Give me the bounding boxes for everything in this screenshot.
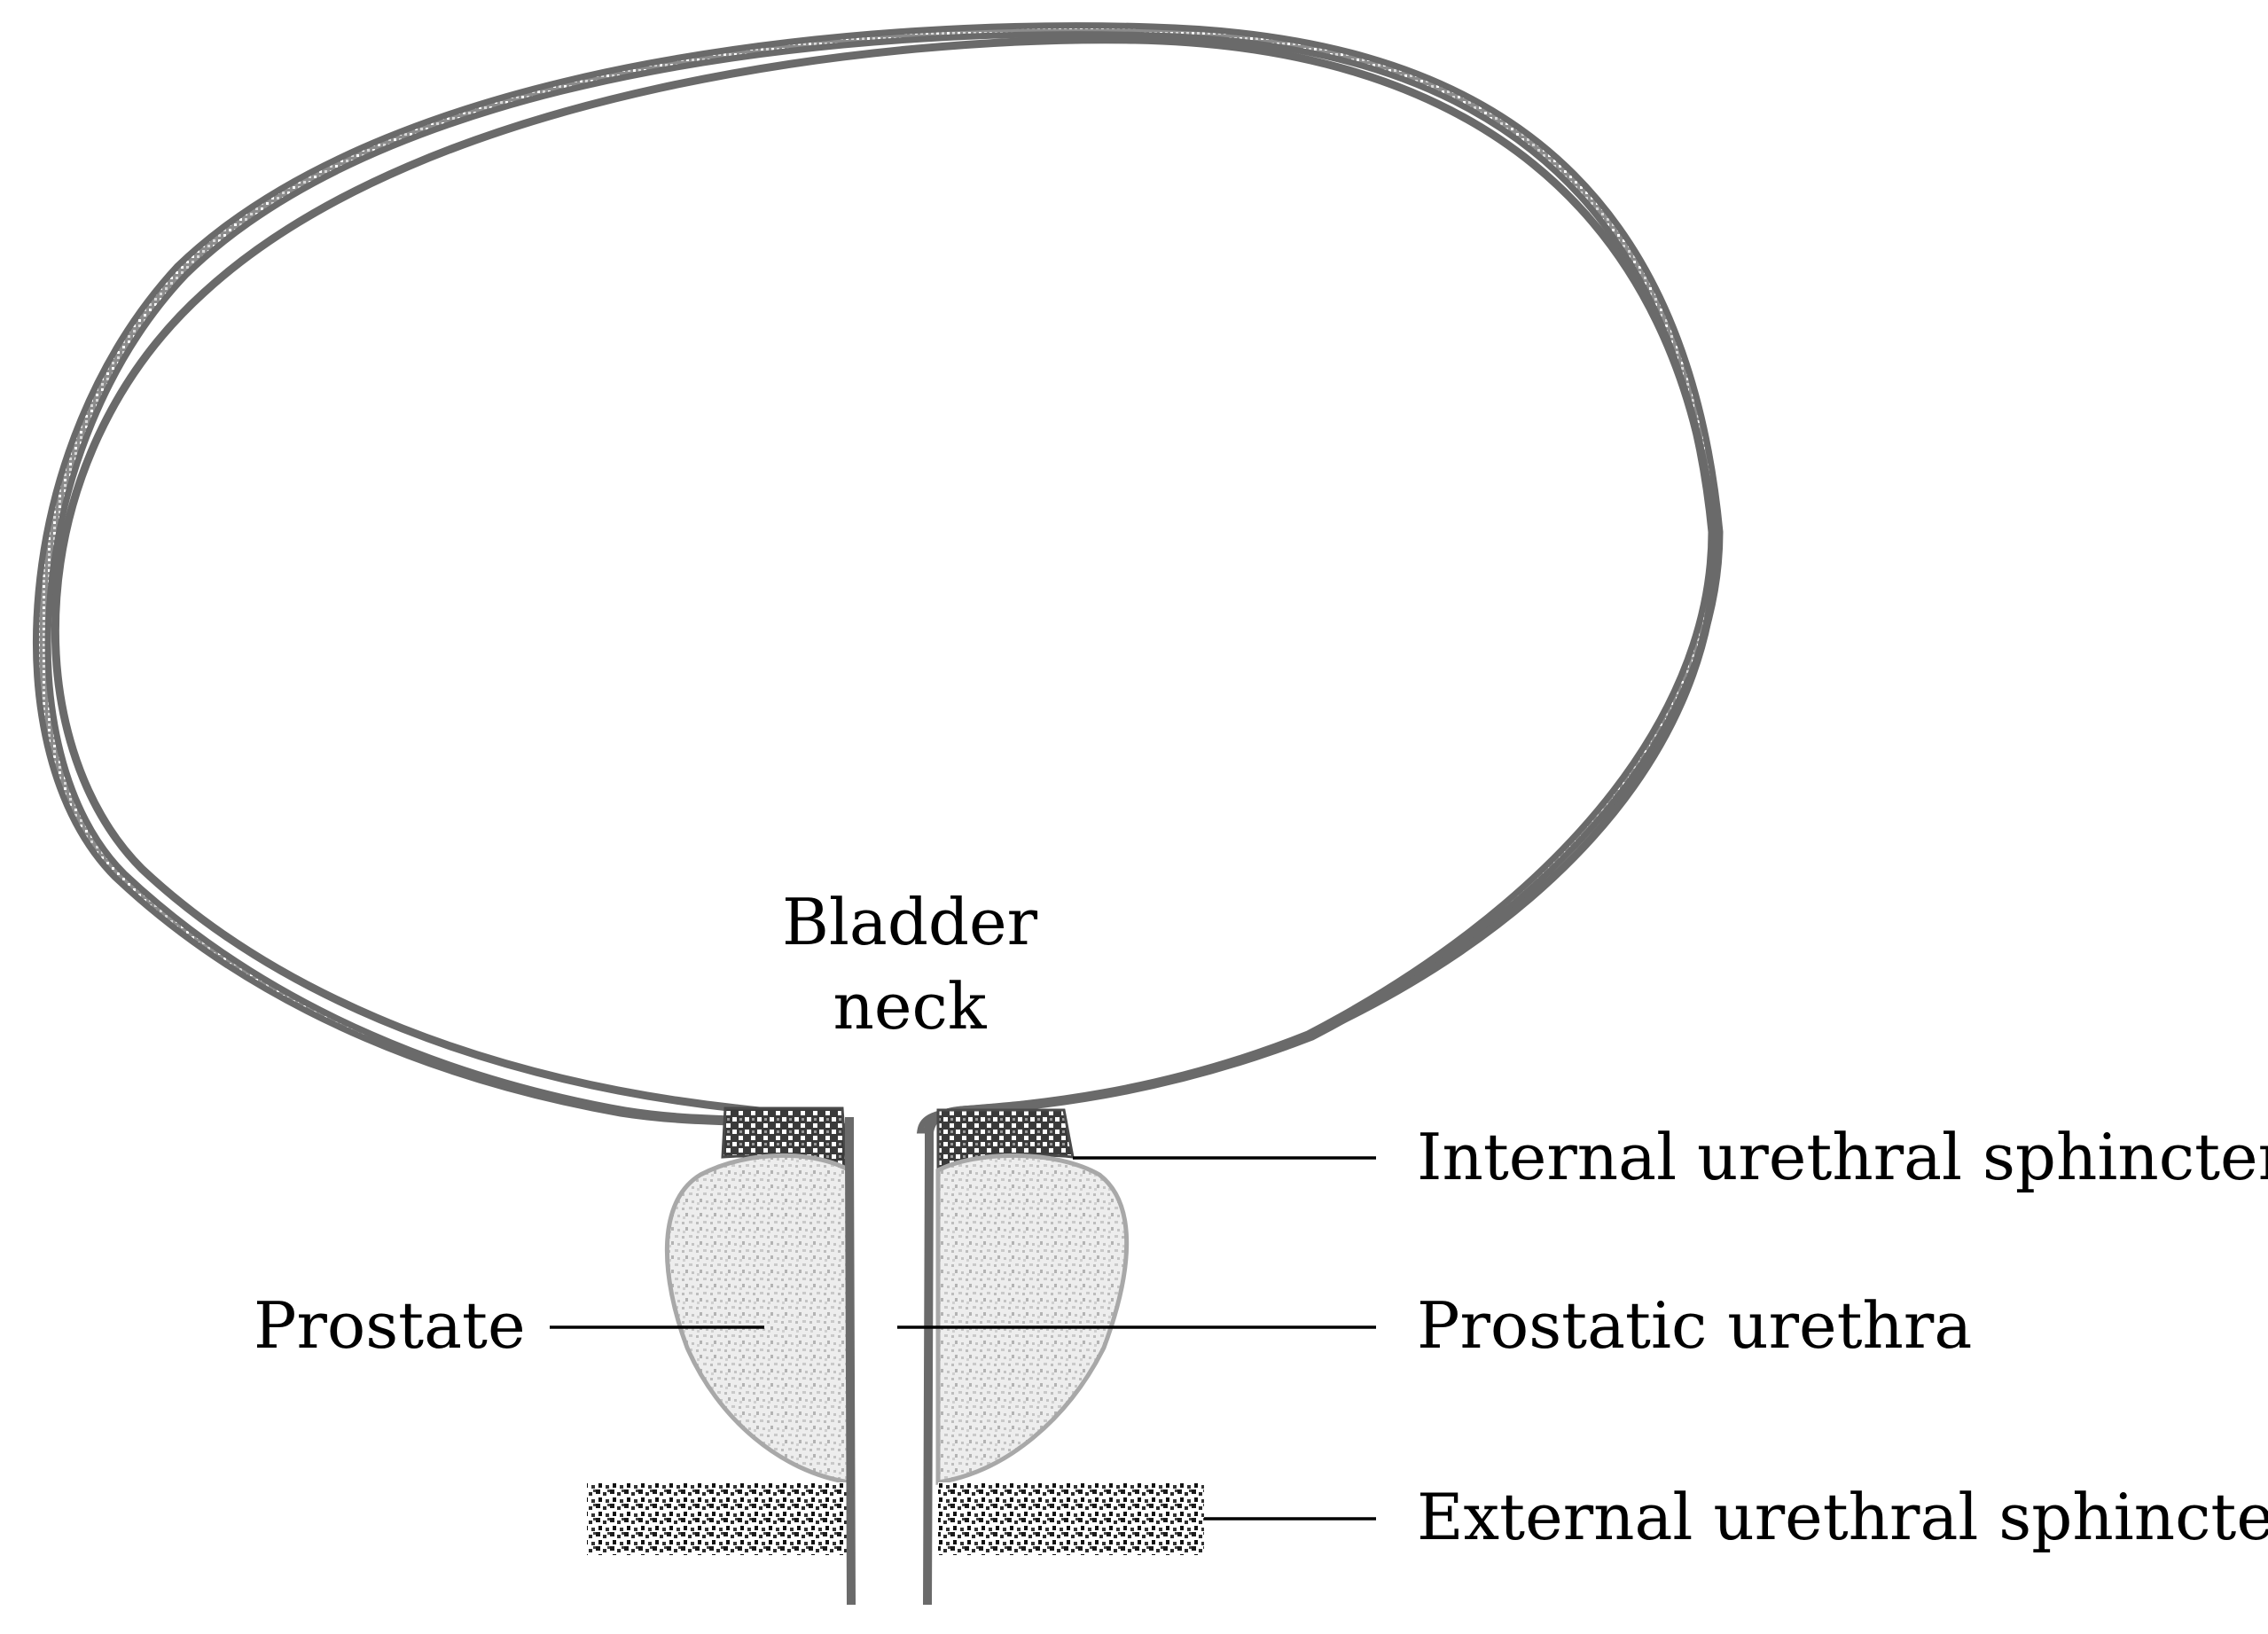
prostate-left-lobe	[664, 1153, 852, 1485]
label-internal-urethral-sphincter: Internal urethral sphincter	[1417, 1120, 2268, 1194]
external-sphincter-right	[938, 1482, 1204, 1555]
urethra-right-wall	[923, 1117, 934, 1606]
prostate	[664, 1153, 1130, 1485]
external-urethral-sphincter	[587, 1482, 1204, 1555]
label-bladder-neck-line2: neck	[833, 969, 988, 1044]
label-external-urethral-sphincter: External urethral sphincter	[1417, 1480, 2268, 1554]
external-sphincter-left	[587, 1482, 849, 1555]
labels: Bladder neck Internal urethral sphincter…	[254, 885, 2268, 1554]
label-prostatic-urethra: Prostatic urethra	[1417, 1288, 1972, 1363]
urethra	[845, 1117, 934, 1606]
urethra-left-wall	[845, 1117, 856, 1606]
label-prostate: Prostate	[254, 1288, 526, 1363]
bladder-wall-band	[33, 22, 1724, 1134]
prostate-right-lobe	[935, 1153, 1130, 1485]
leader-lines	[550, 1156, 1376, 1521]
label-bladder-neck-line1: Bladder	[782, 885, 1038, 959]
